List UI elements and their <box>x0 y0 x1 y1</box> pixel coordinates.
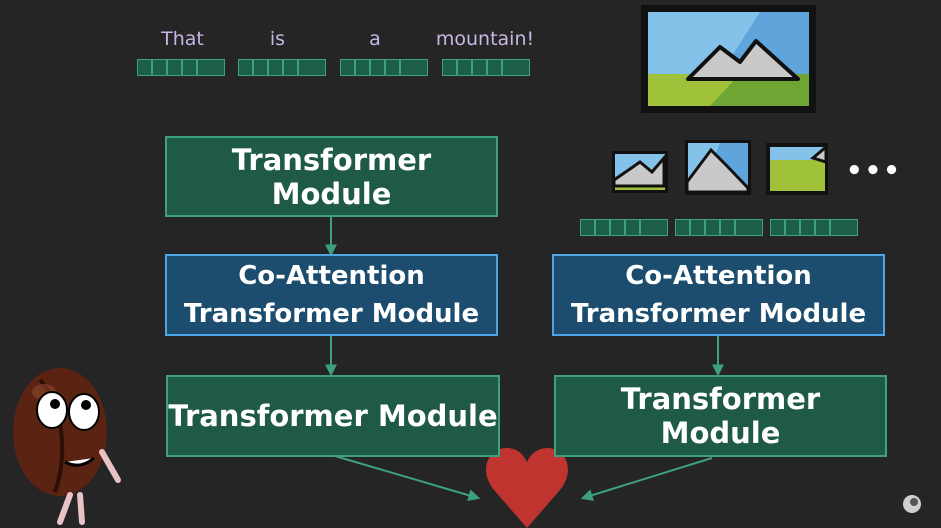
transformer-module-top-left: Transformer Module <box>165 136 498 217</box>
text-token-embedding-2 <box>238 59 326 76</box>
arrow-right-to-heart <box>580 457 713 501</box>
channel-logo-icon <box>903 495 921 513</box>
word-a: a <box>369 28 381 50</box>
image-token-embedding-3 <box>770 219 858 236</box>
coattention-module-left-line1: Co-Attention <box>238 261 425 291</box>
ellipsis: ••• <box>846 156 902 186</box>
transformer-module-bottom-left-label: Transformer Module <box>168 399 498 433</box>
transformer-module-bottom-left: Transformer Module <box>166 375 500 457</box>
coffee-bean-character-icon <box>13 368 121 525</box>
heart-icon <box>486 448 568 528</box>
image-patch-3-icon <box>766 143 828 195</box>
mountain-picture-icon <box>641 5 816 113</box>
coattention-module-left-line2: Transformer Module <box>183 299 480 329</box>
coattention-module-right-line2: Transformer Module <box>570 299 867 329</box>
word-mountain: mountain! <box>435 28 535 50</box>
image-patch-2-icon <box>685 140 751 195</box>
text-token-embedding-4 <box>442 59 530 76</box>
arrow-left-to-heart <box>334 455 481 502</box>
image-patch-1-icon <box>612 151 668 193</box>
word-that: That <box>161 28 204 50</box>
image-token-embedding-2 <box>675 219 763 236</box>
coattention-module-left: Co-Attention Transformer Module <box>165 254 498 336</box>
word-is: is <box>269 28 286 50</box>
transformer-module-top-left-label: Transformer Module <box>231 142 432 211</box>
transformer-module-bottom-right: Transformer Module <box>554 375 887 457</box>
text-token-embedding-3 <box>340 59 428 76</box>
image-token-embedding-1 <box>580 219 668 236</box>
text-token-embedding-1 <box>137 59 225 76</box>
transformer-module-bottom-right-label: Transformer Module <box>620 382 821 450</box>
coattention-module-right: Co-Attention Transformer Module <box>552 254 885 336</box>
coattention-module-right-line1: Co-Attention <box>625 261 812 291</box>
